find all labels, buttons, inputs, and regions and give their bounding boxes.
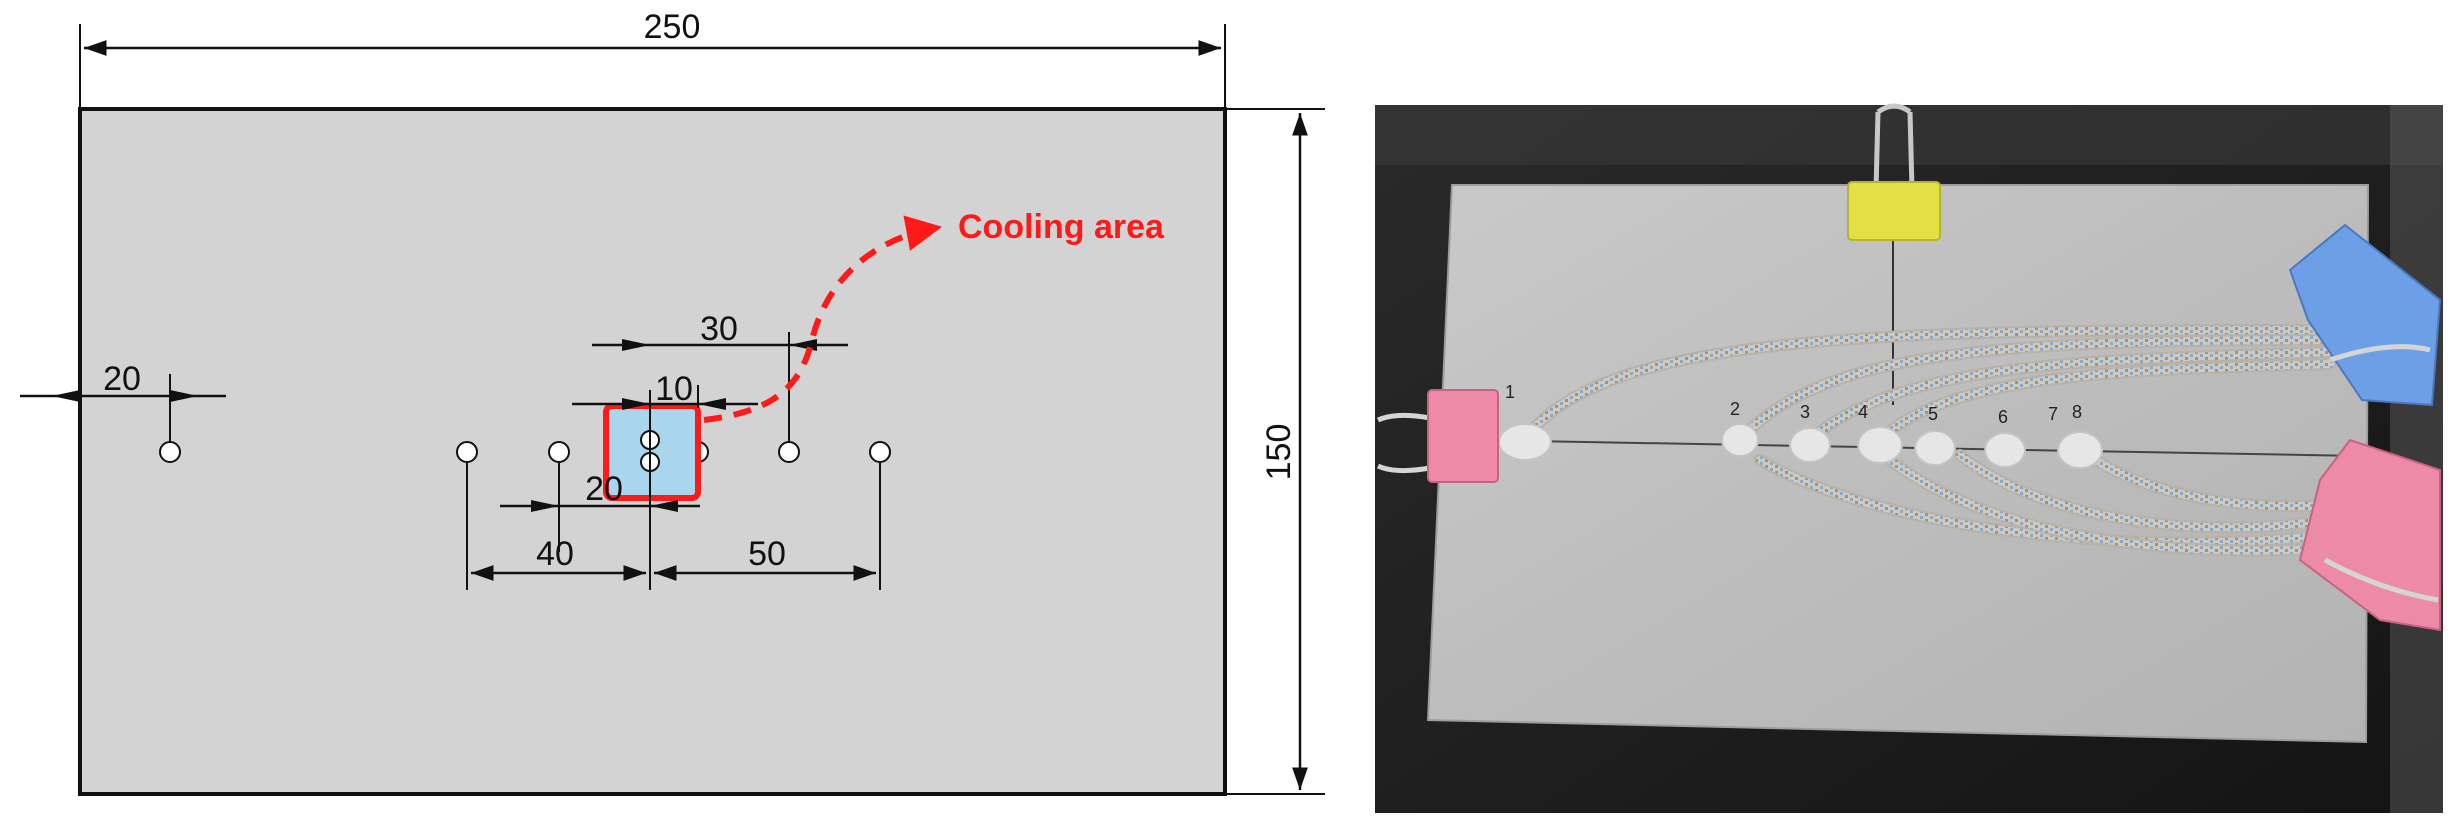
spacing-30-label: 30 xyxy=(700,310,738,348)
dimension-spacing-30: 30 xyxy=(592,310,848,351)
hole xyxy=(869,441,891,463)
dimension-right-span: 50 xyxy=(654,535,876,581)
hole xyxy=(778,441,800,463)
left-offset-label: 20 xyxy=(103,360,141,398)
sensor-mark: 7 xyxy=(2048,404,2058,424)
left-span-label: 40 xyxy=(536,535,574,573)
cooling-inner-label: 10 xyxy=(655,370,693,408)
sensor-mark: 4 xyxy=(1858,402,1868,422)
sensor-mark: 1 xyxy=(1505,382,1515,402)
dimension-overall-height: 150 xyxy=(1225,108,1325,795)
pink-binder-clip-right xyxy=(2298,438,2441,632)
right-span-label: 50 xyxy=(748,535,786,573)
blue-binder-clip xyxy=(2288,223,2442,407)
sensor-mark: 6 xyxy=(1998,407,2008,427)
sensor-mark: 5 xyxy=(1928,404,1938,424)
overall-width-label: 250 xyxy=(644,8,701,46)
cooling-width-label: 20 xyxy=(585,470,623,508)
cooling-area xyxy=(603,403,701,501)
hole xyxy=(456,441,478,463)
experimental-setup-photo: 1 2 3 4 5 6 7 8 xyxy=(1375,103,2443,813)
dimension-left-span: 40 xyxy=(471,535,646,581)
dimension-cooling-inner: 10 xyxy=(572,370,758,410)
sensor-mark: 8 xyxy=(2072,402,2082,422)
sensor-mark: 2 xyxy=(1730,399,1740,419)
thermocouple-cables xyxy=(1519,324,2346,557)
sensor-mark: 3 xyxy=(1800,402,1810,422)
sensor-marks: 1 2 3 4 5 6 7 8 xyxy=(1505,382,2082,427)
yellow-binder-clip xyxy=(1847,103,1941,241)
cooling-area-callout: Cooling area xyxy=(703,208,1165,423)
dimension-left-offset: 20 xyxy=(20,360,226,450)
sensor-mounts xyxy=(1498,423,2103,469)
hole xyxy=(548,441,570,463)
extension-lines xyxy=(466,332,881,590)
hole xyxy=(159,441,181,463)
technical-drawing: 250 150 20 xyxy=(20,8,1325,796)
dimension-cooling-width: 20 xyxy=(500,470,700,512)
cooling-area-label: Cooling area xyxy=(958,208,1165,246)
pink-binder-clip-left xyxy=(1376,389,1499,483)
overall-height-label: 150 xyxy=(1260,424,1298,481)
dimension-overall-width: 250 xyxy=(79,8,1226,109)
